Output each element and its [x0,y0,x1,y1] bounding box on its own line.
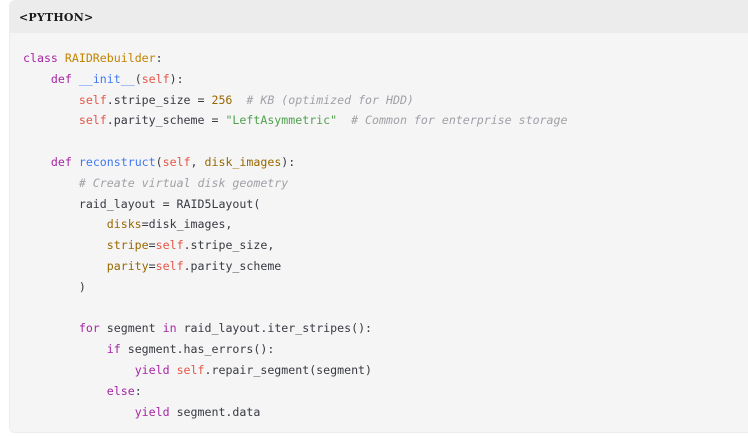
code-line: for segment in raid_layout.iter_stripes(… [23,318,748,339]
code-token: segment.has_errors(): [120,342,275,357]
code-line: if segment.has_errors(): [23,339,748,360]
code-token: stripe [106,238,149,253]
code-token: = [148,238,156,253]
code-line: self.stripe_size = 256 # KB (optimized f… [23,90,748,111]
code-token [23,176,79,190]
code-line: def reconstruct(self, disk_images): [23,152,748,173]
code-token: RAIDRebuilder [64,51,156,65]
code-token: .repair_segment(segment) [204,362,373,377]
code-token: self [176,362,205,377]
code-token: : [134,383,142,398]
code-token: # Create virtual disk geometry [78,175,289,190]
language-label: <PYTHON> [19,10,94,24]
code-token [23,113,79,127]
code-line: else: [23,381,748,402]
code-token [58,51,65,65]
code-token: ( [134,71,142,86]
code-token: segment.data [169,404,261,419]
code-token: def [50,154,72,169]
code-line: yield segment.data [23,402,748,423]
code-token: # Common for enterprise storage [351,113,568,128]
code-token [72,72,79,86]
code-token: .parity_scheme [183,258,282,273]
code-token: =disk_images, [141,217,233,232]
code-token: if [106,342,121,357]
code-token: in [162,321,177,336]
code-line: yield self.repair_segment(segment) [23,360,748,381]
code-line: # Create virtual disk geometry [23,173,748,194]
code-line: stripe=self.stripe_size, [23,235,748,256]
code-token: # KB (optimized for HDD) [246,92,414,107]
code-token [23,259,107,273]
code-token [170,363,177,377]
code-token: parity [106,258,149,273]
code-token: segment [99,321,163,336]
code-token [23,363,135,377]
code-token: ): [169,71,184,86]
code-token: "LeftAsymmetric" [225,113,338,128]
code-token: 256 [211,92,233,107]
code-token [23,238,107,252]
code-line: def __init__(self): [23,69,748,90]
code-block: <PYTHON> class RAIDRebuilder: def __init… [9,0,748,433]
code-token: , [190,154,205,169]
code-token: ): [281,154,296,169]
code-token [23,321,79,335]
code-token: ( [155,154,163,169]
code-token: .stripe_size, [183,238,275,253]
code-line: disks=disk_images, [23,214,748,235]
code-token: .stripe_size = [106,92,212,107]
code-line: self.parity_scheme = "LeftAsymmetric" # … [23,110,748,131]
code-token: .parity_scheme = [106,113,226,128]
code-token [23,342,107,356]
code-token: self [78,113,107,128]
code-token: yield [134,404,170,419]
code-token [72,155,79,169]
code-line [23,298,748,319]
code-line: raid_layout = RAID5Layout( [23,194,748,215]
code-token: class [23,51,58,65]
code-token: reconstruct [78,154,156,169]
code-token: self [78,92,107,107]
code-token [337,113,351,127]
code-token: disks [106,217,142,232]
code-token: : [155,51,163,65]
code-token [23,72,51,86]
code-token: self [155,238,184,253]
code-block-header: <PYTHON> [10,1,748,33]
code-line: ) [23,277,748,298]
code-token [232,93,246,107]
code-line [23,131,748,152]
code-token: else [106,383,135,398]
code-line: class RAIDRebuilder: [23,48,748,69]
code-content[interactable]: class RAIDRebuilder: def __init__(self):… [23,48,748,422]
code-token: = [148,258,156,273]
code-token [23,405,135,419]
code-token [23,155,51,169]
code-line: parity=self.parity_scheme [23,256,748,277]
code-token: raid_layout = RAID5Layout( [23,196,261,211]
code-token: ) [23,279,86,294]
code-token: disk_images [204,154,282,169]
code-token: self [141,71,170,86]
code-token [23,93,79,107]
code-token: yield [134,362,170,377]
code-token: self [155,258,184,273]
code-token: raid_layout.iter_stripes(): [176,321,373,336]
code-token: self [162,154,191,169]
code-token: for [78,321,100,336]
code-token: __init__ [78,71,135,86]
code-token [23,384,107,398]
code-token: def [50,71,72,86]
code-token [23,217,107,231]
